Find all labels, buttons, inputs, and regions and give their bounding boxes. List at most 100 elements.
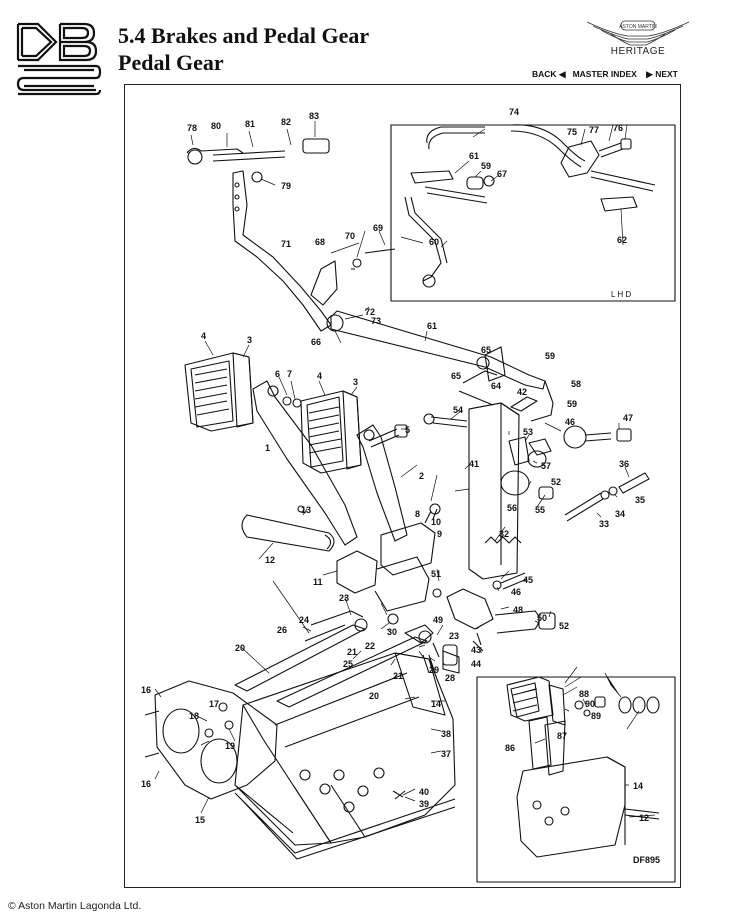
callout-43: 46 <box>511 587 521 597</box>
callout-65b: 67 <box>497 169 507 179</box>
master-index-link[interactable]: MASTER INDEX <box>572 69 637 79</box>
callout-3b: 3 <box>353 377 358 387</box>
callout-30: 33 <box>599 519 609 529</box>
callout-28: 30 <box>387 627 397 637</box>
callout-37: 40 <box>419 787 429 797</box>
callout-21b: 21 <box>393 671 403 681</box>
triangle-right-icon: ▶ <box>646 69 653 79</box>
callout-15: 15 <box>195 815 205 825</box>
callout-54: 56 <box>507 503 517 513</box>
callout-16: 16 <box>141 685 151 695</box>
callout-12: 12 <box>265 555 275 565</box>
callout-9: 9 <box>437 529 442 539</box>
callout-86: 90 <box>585 699 595 709</box>
callout-42: 45 <box>523 575 533 585</box>
callout-57: 60 <box>429 237 439 247</box>
callout-8: 8 <box>415 509 420 519</box>
callout-84: 88 <box>579 689 589 699</box>
callout-2: 2 <box>419 471 424 481</box>
callout-46: 48 <box>513 605 523 615</box>
callout-21: 21 <box>347 647 357 657</box>
callout-27: 29 <box>429 665 439 675</box>
callout-7: 7 <box>287 369 292 379</box>
callout-56: 58 <box>571 379 581 389</box>
callout-14b: 14 <box>633 781 643 791</box>
callout-55: 57 <box>541 461 551 471</box>
callout-10: 10 <box>431 517 441 527</box>
callout-16b: 16 <box>141 779 151 789</box>
callout-4: 4 <box>201 331 206 341</box>
diagram-frame: 78 80 81 82 83 79 71 68 70 69 60 72 73 6… <box>124 84 681 888</box>
callout-68: 70 <box>345 231 355 241</box>
detail-inset-box <box>476 676 676 883</box>
callout-23: 23 <box>339 593 349 603</box>
callout-70: 72 <box>365 307 375 317</box>
callout-72: 74 <box>509 107 519 117</box>
callout-20: 20 <box>235 643 245 653</box>
callout-81: 83 <box>309 111 319 121</box>
callout-46b: 49 <box>433 615 443 625</box>
page-title: 5.4 Brakes and Pedal Gear Pedal Gear <box>118 22 369 76</box>
callout-65: 66 <box>311 337 321 347</box>
callout-53: 55 <box>535 505 545 515</box>
callout-67: 69 <box>373 223 383 233</box>
callout-23b: 23 <box>449 631 459 641</box>
callout-50: 52 <box>551 477 561 487</box>
callout-76: 78 <box>187 123 197 133</box>
callout-59b: 59 <box>481 161 491 171</box>
callout-61: 61 <box>469 151 479 161</box>
callout-5: 5 <box>405 425 410 435</box>
callout-60: 61 <box>427 321 437 331</box>
callout-24: 24 <box>299 615 309 625</box>
title-line-2: Pedal Gear <box>118 50 224 75</box>
callout-20b: 20 <box>369 691 379 701</box>
callout-4b: 4 <box>317 371 322 381</box>
aston-martin-wings-logo: ASTON MARTIN <box>586 20 690 46</box>
callout-40: 43 <box>471 645 481 655</box>
callout-74: 76 <box>613 123 623 133</box>
callout-25: 26 <box>277 625 287 635</box>
callout-34: 37 <box>441 749 451 759</box>
callout-64: 65 <box>451 371 461 381</box>
callout-12b: 12 <box>639 813 649 823</box>
lhd-inset-box <box>390 124 676 302</box>
callout-38: 41 <box>469 459 479 469</box>
callout-17: 17 <box>209 699 219 709</box>
callout-80: 82 <box>281 117 291 127</box>
callout-18: 18 <box>189 711 199 721</box>
callout-24b: 25 <box>343 659 353 669</box>
callout-83: 87 <box>557 731 567 741</box>
callout-44: 46 <box>565 417 575 427</box>
nav-bar: BACK ◀ MASTER INDEX ▶ NEXT <box>532 69 678 80</box>
callout-85: 89 <box>591 711 601 721</box>
callout-82: 86 <box>505 743 515 753</box>
callout-45: 47 <box>623 413 633 423</box>
callout-75: 77 <box>589 125 599 135</box>
heritage-label: HERITAGE <box>610 46 666 57</box>
triangle-left-icon: ◀ <box>558 69 566 79</box>
callout-49: 52 <box>559 621 569 631</box>
callout-36: 39 <box>419 799 429 809</box>
title-line-1: 5.4 Brakes and Pedal Gear <box>118 23 370 48</box>
callout-71: 73 <box>371 316 381 326</box>
callout-78: 80 <box>211 121 221 131</box>
callout-11: 11 <box>313 577 323 587</box>
callout-47: 50 <box>537 613 547 623</box>
lhd-label: L H D <box>611 290 631 299</box>
callout-19: 19 <box>225 741 235 751</box>
callout-33: 36 <box>619 459 629 469</box>
callout-79: 81 <box>245 119 255 129</box>
callout-1: 1 <box>265 443 270 453</box>
callout-41: 44 <box>471 659 481 669</box>
callout-61b: 62 <box>617 235 627 245</box>
callout-39: 42 <box>517 387 527 397</box>
copyright-footer: © Aston Martin Lagonda Ltd. <box>8 900 142 912</box>
back-link[interactable]: BACK ◀ <box>532 69 566 79</box>
callout-32: 35 <box>635 495 645 505</box>
svg-text:ASTON MARTIN: ASTON MARTIN <box>619 24 657 30</box>
next-link[interactable]: ▶ NEXT <box>646 69 678 79</box>
callout-26: 28 <box>445 673 455 683</box>
callout-35: 38 <box>441 729 451 739</box>
callout-73: 75 <box>567 127 577 137</box>
callout-22: 22 <box>365 641 375 651</box>
